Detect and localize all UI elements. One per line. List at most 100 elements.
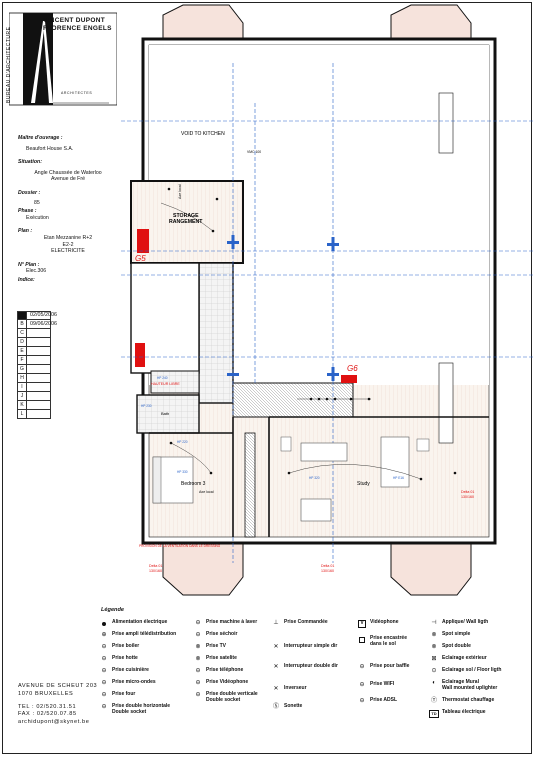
dimension-label-1b: 130/160 <box>461 495 474 499</box>
owner-value: Beaufort House S.A. <box>26 145 74 152</box>
firm-name-line2: FLORENCE ENGELS <box>43 25 112 32</box>
legend-item-sub: Double socket <box>112 709 147 715</box>
legend-item: ⊕Prise ampli télédistribution <box>99 631 176 640</box>
legend-item: ⊖Prise boiler <box>99 643 139 652</box>
dimension-label-2: Delta 01 <box>149 564 162 568</box>
revision-index-letter: A <box>18 312 27 319</box>
plan-line2: E2-2 <box>62 241 74 248</box>
revision-index-letter: L <box>18 410 27 418</box>
bath-label: Bath <box>161 411 169 416</box>
firm-name-line1: VINCENT DUPONT <box>43 17 105 24</box>
socket-icon: ⊖ <box>101 680 107 687</box>
floor-socket-icon <box>357 636 367 644</box>
legend-item: Alimentation électrique <box>99 619 167 628</box>
legend-item: ⊖Prise double verticale <box>193 691 257 700</box>
legend-item: ✕Interrupteur simple dir <box>271 643 337 652</box>
revision-index-row: K <box>17 401 51 410</box>
legend-item: ⊗Prise TV <box>193 643 226 652</box>
legend-item: ⊖Prise pour baffle <box>357 663 409 672</box>
legend-item: ⊖Prise machine à laver <box>193 619 257 628</box>
revision-index-letter: K <box>18 401 27 409</box>
videophone-icon: V <box>357 620 367 628</box>
storage-label-fr: RANGEMENT <box>169 219 203 225</box>
hauteur-label: HAUTEUR LIBRE <box>151 382 180 386</box>
wall-light-icon: ⊣ <box>431 620 437 627</box>
electric-panel-icon: TD <box>429 710 439 718</box>
study-label: Study <box>357 481 370 487</box>
legend-item: ⊙Eclairage sol / Floor ligth <box>429 667 501 676</box>
dimension-label-1: Delta 01 <box>461 490 474 494</box>
legend-item: Prise encastrée <box>357 635 407 644</box>
revision-index-row: F <box>17 356 51 365</box>
socket-icon: ⊖ <box>195 632 201 639</box>
revision-index-row: A <box>17 311 51 320</box>
room-code-5: HP 240 <box>157 376 168 380</box>
antenna-socket-icon: ⊕ <box>101 632 107 639</box>
revision-index-row: J <box>17 392 51 401</box>
firm-logo <box>8 11 118 109</box>
dimension-label-3b: 130/160 <box>321 569 334 573</box>
plan-label: Plan : <box>18 228 33 235</box>
revision-index-row: I <box>17 383 51 392</box>
firm-address: AVENUE DE SCHEUT 203 1070 BRUXELLES TEL … <box>18 683 97 727</box>
situation-label: Situation: <box>18 159 42 166</box>
owner-label: Maître d'ouvrage : <box>18 135 63 141</box>
double-spot-icon: ⊗ <box>431 644 437 651</box>
legend-item: ⊖Prise cuisinière <box>99 667 148 676</box>
room-code-6: HP 230 <box>141 404 152 408</box>
storage-label: STORAGE <box>173 213 199 219</box>
void-label: VOID TO KITCHEN <box>181 131 225 137</box>
switched-socket-icon: ⊥ <box>273 620 279 627</box>
revision-index-row: G <box>17 365 51 374</box>
plan-number-label: N° Plan : <box>18 261 40 268</box>
legend: Alimentation électrique ⊕Prise ampli tél… <box>99 619 531 740</box>
firm-name: VINCENT DUPONT FLORENCE ENGELS <box>43 17 112 33</box>
legend-item: ⊖Prise téléphone <box>193 667 243 676</box>
revision-index-letter: C <box>18 329 27 337</box>
situation-line2: Avenue de Fré <box>51 176 85 183</box>
axe-local-label-2: Axe local <box>178 184 182 199</box>
floor-plan-drawing: VOID TO KITCHEN STORAGE RANGEMENT G5 G6 … <box>121 4 533 596</box>
plan-line1: Etan Mezzanine R+2 <box>43 234 93 241</box>
legend-item: ✕Interrupteur double dir <box>271 663 337 672</box>
address-tel: TEL : 02/520.31.51 <box>18 703 77 710</box>
title-block: BUREAU D'ARCHITECTURE VINCENT DUPONT FLO… <box>3 3 121 753</box>
wifi-socket-icon: ⊖ <box>359 682 365 689</box>
dimension-label-2b: 130/160 <box>149 569 162 573</box>
revision-index-letter: G <box>18 365 27 373</box>
dossier-value: 85 <box>34 199 40 206</box>
legend-item: ⊗Prise satelite <box>193 655 236 664</box>
phase-label: Phase : <box>18 208 37 215</box>
revision-date-b: 09/06/2006 <box>30 321 57 327</box>
phone-socket-icon: ⊖ <box>195 668 201 675</box>
indice-label: Indice: <box>18 276 35 283</box>
revision-index-row: B <box>17 320 51 329</box>
doorbell-icon: Ⓢ <box>272 704 279 711</box>
legend-item: ✕Inverseur <box>271 685 306 694</box>
power-supply-icon <box>99 620 109 628</box>
revision-index-letter: E <box>18 347 27 355</box>
spot-icon: ⊗ <box>431 632 437 639</box>
socket-icon: ⊖ <box>101 668 107 675</box>
legend-item: ⊣Applique/ Wall ligth <box>429 619 488 628</box>
revision-index-letter: F <box>18 356 27 364</box>
legend-item: ⊖Prise séchoir <box>193 631 237 640</box>
legend-item: ⊗Spot double <box>429 643 470 652</box>
legend-item: ⊗Spot simple <box>429 631 470 640</box>
situation-line1: Angle Chaussée de Waterloo <box>34 169 102 176</box>
double-socket-icon: ⊖ <box>101 704 107 711</box>
room-code-1: HP 220 <box>177 440 188 444</box>
legend-item: ⊖Prise hotte <box>99 655 137 664</box>
address-fax: FAX : 02/520.07.85 <box>18 711 77 718</box>
legend-item: ⊖Prise WIFI <box>357 681 394 690</box>
inverter-switch-icon: ✕ <box>273 686 279 693</box>
legend-item-sub: dans le sol <box>370 641 396 647</box>
revision-index-letter: J <box>18 392 27 400</box>
legend-item-sub: Double socket <box>206 697 241 703</box>
revision-date-a: 02/05/2006 <box>30 312 57 318</box>
floor-light-icon: ⊙ <box>431 668 437 675</box>
socket-icon: ⊖ <box>101 692 107 699</box>
